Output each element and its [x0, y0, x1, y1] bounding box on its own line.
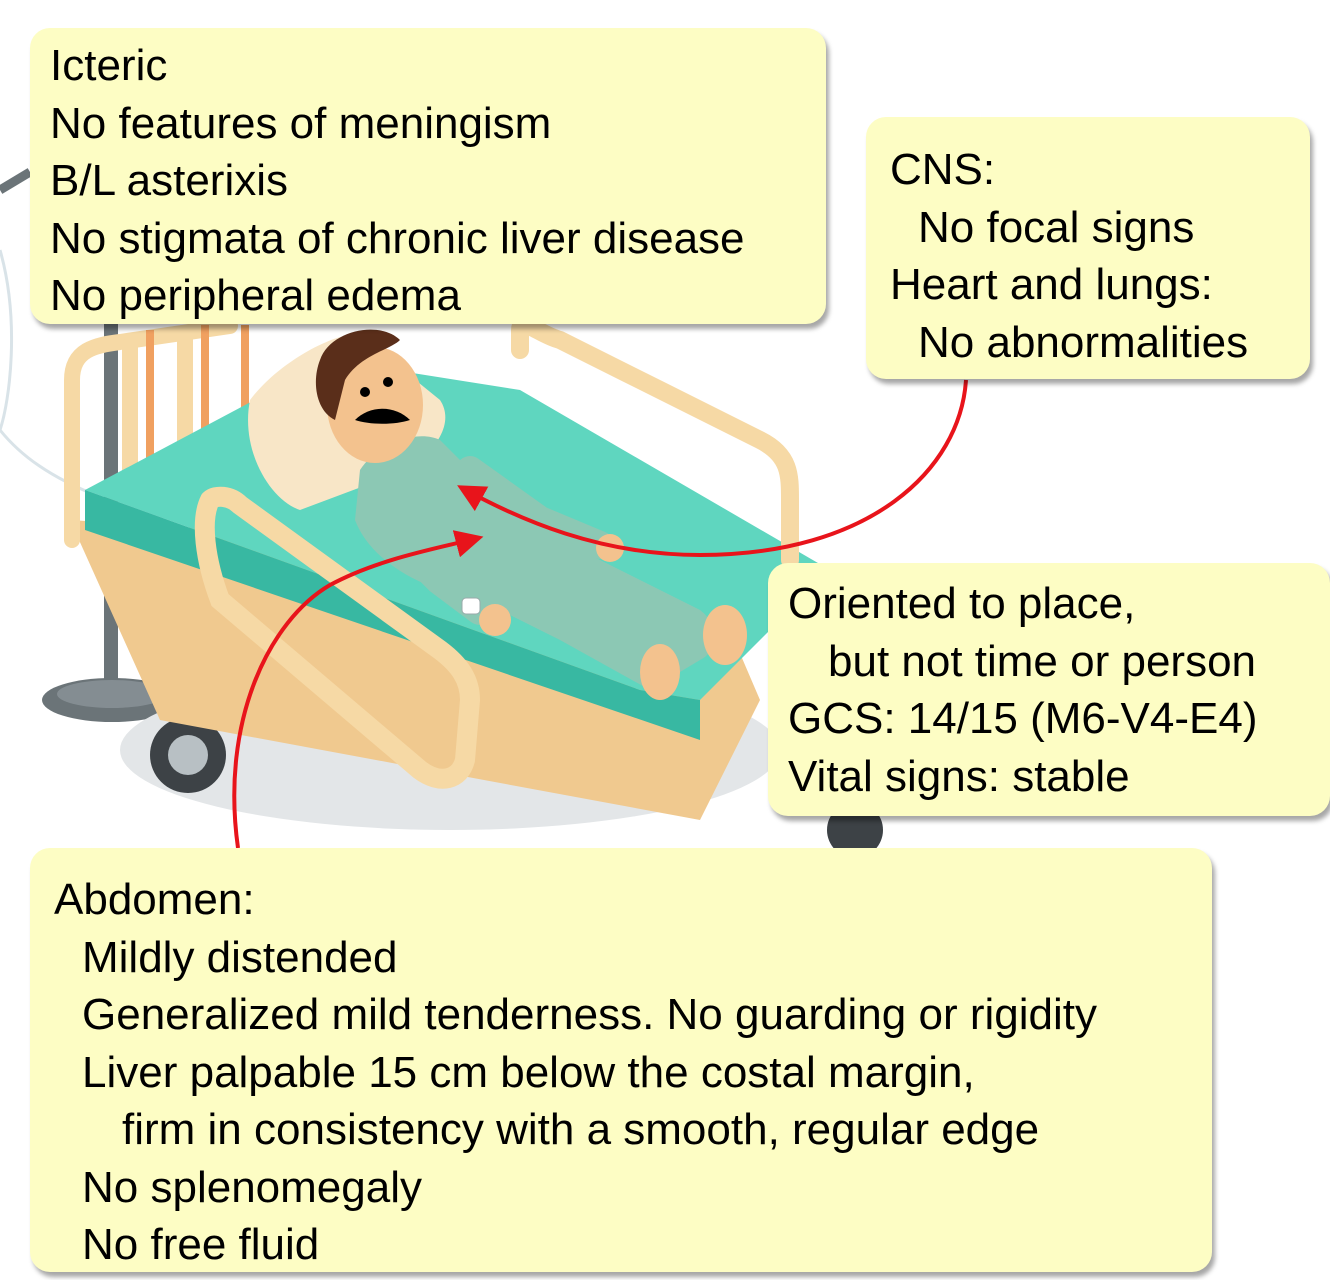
- orientation-line-1: Oriented to place,: [788, 579, 1136, 628]
- gcs-score: GCS: 14/15 (M6-V4-E4): [788, 694, 1258, 743]
- finding-icteric: Icteric: [50, 41, 168, 90]
- liver-finding-line-2: firm in consistency with a smooth, regul…: [122, 1105, 1040, 1154]
- finding-edema: No peripheral edema: [50, 271, 461, 320]
- abdomen-heading: Abdomen:: [54, 875, 255, 924]
- patient-head: [315, 329, 423, 463]
- mental-status-note: Oriented to place, but not time or perso…: [768, 563, 1330, 816]
- vital-signs: Vital signs: stable: [788, 751, 1130, 801]
- finding-meningism: No features of meningism: [50, 98, 552, 148]
- cns-heading: CNS:: [890, 145, 996, 194]
- side-rail: [194, 486, 481, 789]
- general-exam-note: Icteric No features of meningism B/L ast…: [30, 28, 826, 324]
- cns-finding: No focal signs: [918, 202, 1195, 252]
- spleen-finding: No splenomegaly: [82, 1162, 422, 1212]
- abdomen-arrow: [232, 530, 484, 849]
- finding-asterixis: B/L asterixis: [50, 156, 289, 205]
- orientation-line-2: but not time or person: [828, 636, 1257, 686]
- systems-exam-note: CNS: No focal signs Heart and lungs: No …: [866, 117, 1310, 379]
- heart-lungs-finding: No abnormalities: [918, 317, 1249, 367]
- abdomen-distension: Mildly distended: [82, 932, 398, 982]
- systems-arrow: [457, 379, 968, 558]
- free-fluid-finding: No free fluid: [82, 1220, 320, 1269]
- heart-lungs-heading: Heart and lungs:: [890, 260, 1213, 309]
- finding-liver-stigmata: No stigmata of chronic liver disease: [50, 213, 745, 263]
- wheel-icon: [150, 717, 883, 858]
- liver-finding-line-1: Liver palpable 15 cm below the costal ma…: [82, 1047, 975, 1097]
- abdomen-exam-note: Abdomen: Mildly distended Generalized mi…: [30, 848, 1212, 1272]
- abdomen-tenderness: Generalized mild tenderness. No guarding…: [82, 990, 1097, 1039]
